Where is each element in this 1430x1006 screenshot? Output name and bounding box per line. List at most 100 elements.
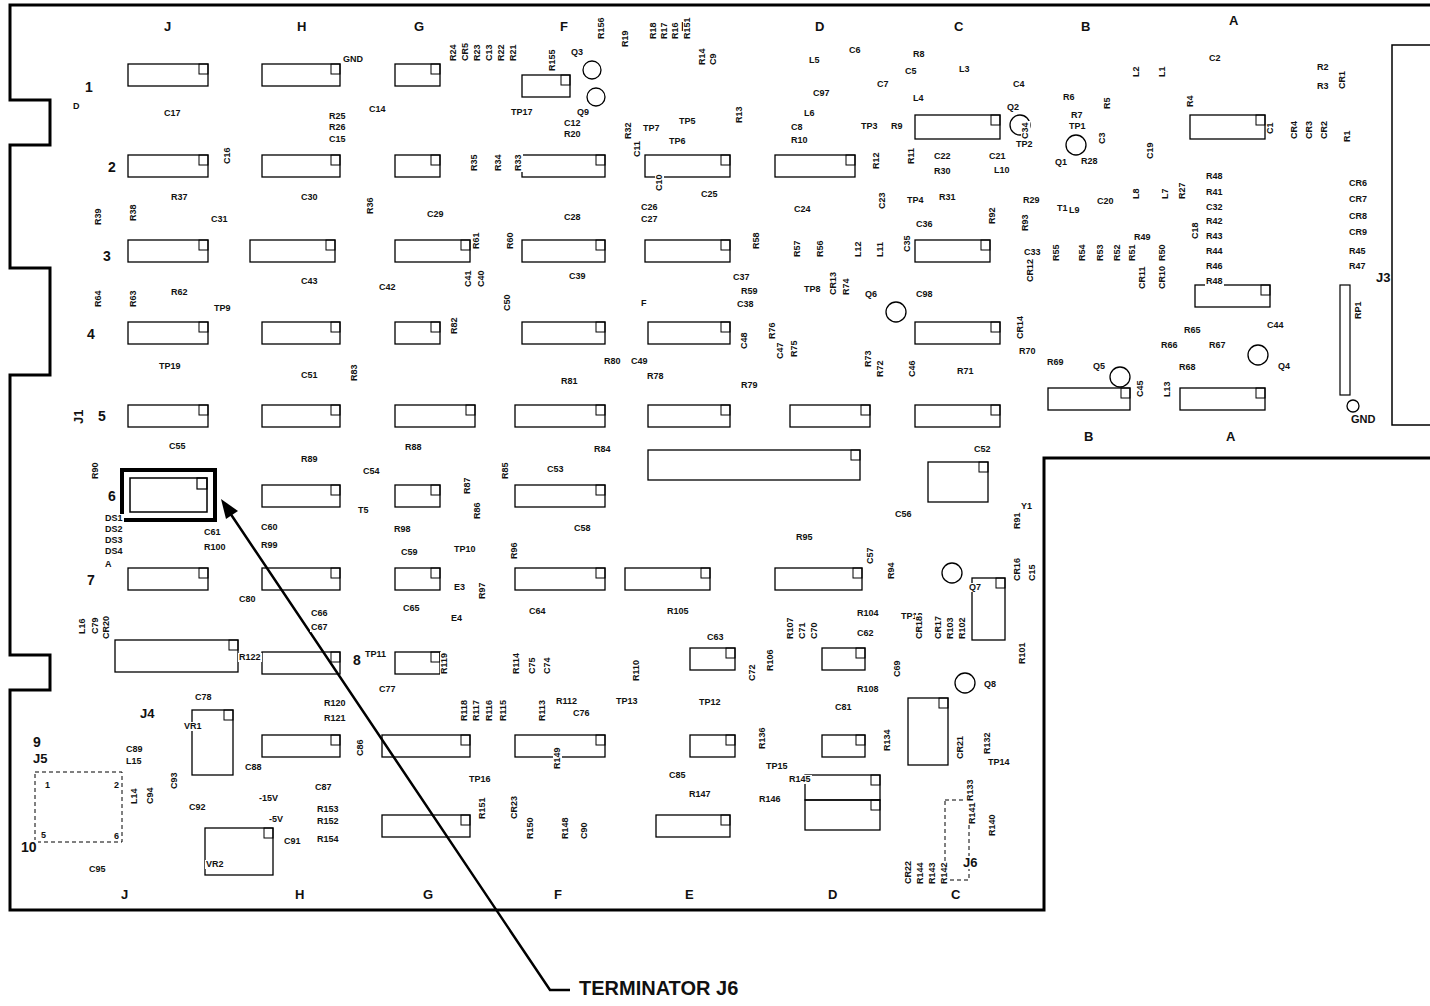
- pin-one-mark: [229, 640, 238, 650]
- part-label: L7: [1161, 187, 1170, 200]
- part-label: R87: [463, 476, 472, 495]
- part-label: R71: [956, 367, 975, 376]
- part-label: C22: [933, 152, 952, 161]
- ic-package: [775, 155, 855, 177]
- part-label: CR2: [1320, 120, 1329, 140]
- part-label: C15: [328, 135, 347, 144]
- grid-letter: A: [1225, 430, 1236, 443]
- part-label: C39: [568, 272, 587, 281]
- part-label: R74: [842, 277, 851, 296]
- part-label: R56: [816, 239, 825, 258]
- part-label: L1: [1158, 65, 1167, 78]
- part-label: C38: [736, 300, 755, 309]
- pin-one-mark: [721, 815, 730, 825]
- pin-one-mark: [596, 240, 605, 250]
- part-label: C55: [168, 442, 187, 451]
- part-label: R3: [1316, 82, 1330, 91]
- transistor-symbol: [955, 673, 975, 693]
- part-label: R79: [740, 381, 759, 390]
- part-label: CR9: [1348, 228, 1368, 237]
- connector-label: J3: [1375, 271, 1391, 284]
- part-label: R33: [514, 153, 523, 172]
- part-label: C97: [812, 89, 831, 98]
- part-label: R150: [526, 816, 535, 840]
- leader-line: [228, 510, 570, 990]
- test-point-label: TP8: [803, 285, 822, 294]
- part-label: R26: [328, 123, 347, 132]
- pin-one-mark: [853, 568, 862, 578]
- arrowhead: [221, 499, 238, 519]
- part-label: C59: [400, 548, 419, 557]
- pin-one-mark: [431, 485, 440, 495]
- part-label: C2: [1208, 54, 1222, 63]
- transistor-symbol: [583, 61, 601, 79]
- part-label: C24: [793, 205, 812, 214]
- pin-one-mark: [596, 322, 605, 332]
- pin-one-mark: [596, 568, 605, 578]
- part-label: C29: [426, 210, 445, 219]
- part-label: R73: [864, 349, 873, 368]
- part-label: R134: [883, 728, 892, 752]
- pin-one-mark: [846, 155, 855, 165]
- ic-package: [915, 405, 1000, 427]
- part-label: C62: [856, 629, 875, 638]
- part-label: C63: [706, 633, 725, 642]
- part-label: C36: [915, 220, 934, 229]
- connector-label: J6: [962, 856, 978, 869]
- transistor-symbol: [587, 88, 605, 106]
- test-point-label: TP16: [468, 775, 492, 784]
- part-label: R80: [603, 357, 622, 366]
- part-label: C16: [223, 146, 232, 165]
- part-label: CR13: [829, 271, 838, 296]
- part-label: VR1: [183, 722, 203, 731]
- part-label: R36: [366, 196, 375, 215]
- part-label: C41: [464, 269, 473, 288]
- part-label: R72: [876, 359, 885, 378]
- part-label: C17: [163, 109, 182, 118]
- part-label: C51: [300, 371, 319, 380]
- grid-letter: J: [120, 888, 129, 901]
- pin-one-mark: [461, 735, 470, 745]
- ic-package: [805, 800, 880, 830]
- pin-one-mark: [871, 775, 880, 785]
- part-label: C18: [1191, 221, 1200, 240]
- ic-package: [262, 735, 340, 757]
- part-label: R151: [478, 796, 487, 820]
- part-label: R133: [966, 778, 975, 802]
- ic-package: [790, 405, 870, 427]
- ic-package: [915, 240, 990, 262]
- ic-package: [128, 568, 208, 590]
- pin-one-mark: [431, 322, 440, 332]
- pin-one-mark: [561, 75, 570, 85]
- part-label: R10: [790, 136, 809, 145]
- grid-letter: D: [827, 888, 838, 901]
- part-label: C90: [580, 821, 589, 840]
- ic-package: [1190, 115, 1265, 139]
- part-label: R120: [323, 699, 347, 708]
- transistor-symbol: [886, 302, 906, 322]
- part-label: CR3: [1305, 120, 1314, 140]
- test-point-label: TP17: [510, 108, 534, 117]
- pin-one-mark: [979, 462, 988, 472]
- ic-package: [395, 155, 440, 177]
- part-label: R132: [983, 731, 992, 755]
- ic-package: [262, 405, 340, 427]
- part-label: L8: [1132, 187, 1141, 200]
- part-label: R51: [1128, 243, 1137, 262]
- part-label: R43: [1205, 232, 1224, 241]
- part-label: Q1: [1054, 158, 1068, 167]
- part-label: R149: [553, 746, 562, 770]
- part-label: Q9: [576, 108, 590, 117]
- ic-package: [775, 568, 862, 590]
- pin-one-mark: [721, 322, 730, 332]
- part-label: R156: [597, 16, 606, 40]
- part-label: R119: [440, 652, 449, 675]
- part-label: C37: [732, 273, 751, 282]
- grid-letter: F: [553, 888, 563, 901]
- part-label: R14: [698, 47, 707, 66]
- part-label: R45: [1348, 247, 1367, 256]
- pin-one-mark: [1256, 115, 1265, 125]
- part-label: C12: [563, 119, 582, 128]
- part-label: DS2: [104, 525, 124, 534]
- part-label: CR8: [1348, 212, 1368, 221]
